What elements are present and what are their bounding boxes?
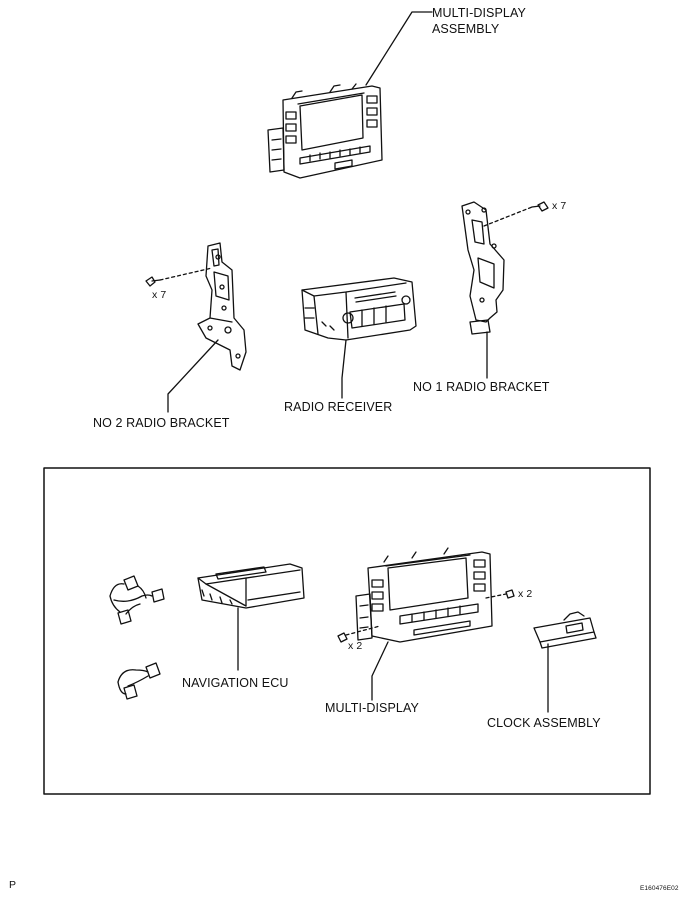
qty-right-screw: x 7	[552, 200, 567, 212]
no2-radio-bracket-part	[197, 242, 247, 371]
qty-left-screw: x 7	[152, 289, 167, 301]
left-screw	[145, 276, 161, 287]
label-no2-radio-bracket: NO 2 RADIO BRACKET	[93, 416, 230, 430]
leader-md-left-screw	[345, 625, 381, 636]
qty-md-left-screw: x 2	[348, 640, 363, 652]
leader-no2-radio-bracket	[167, 339, 219, 413]
no1-radio-bracket-part	[461, 201, 505, 335]
md-right-screw	[505, 589, 515, 599]
clock-assembly-part	[533, 611, 597, 649]
wire-harness-lower	[117, 662, 161, 700]
leader-multi-display-assembly	[365, 11, 433, 86]
wire-harness-upper	[109, 575, 165, 625]
leader-no1-bracket-screw	[483, 206, 533, 227]
multi-display-assembly-part	[267, 83, 383, 179]
label-multi-display: MULTI-DISPLAY	[325, 701, 419, 715]
page-marker: P	[9, 879, 17, 891]
multi-display-part	[355, 547, 493, 643]
right-screw	[531, 201, 549, 212]
qty-md-right-screw: x 2	[518, 588, 533, 600]
label-clock-assembly: CLOCK ASSEMBLY	[487, 716, 601, 730]
leader-md-right-screw	[485, 593, 507, 599]
label-multi-display-assembly-line2: ASSEMBLY	[432, 22, 500, 36]
figure-id: E160476E02	[640, 885, 679, 892]
md-left-screw	[337, 632, 348, 643]
optional-parts-box	[43, 467, 651, 795]
leader-radio-receiver	[341, 339, 347, 399]
label-no1-radio-bracket: NO 1 RADIO BRACKET	[413, 380, 550, 394]
navigation-ecu-part	[197, 563, 305, 609]
label-radio-receiver: RADIO RECEIVER	[284, 400, 393, 414]
label-navigation-ecu: NAVIGATION ECU	[182, 676, 289, 690]
leader-multi-display	[371, 641, 389, 701]
label-multi-display-assembly-line1: MULTI-DISPLAY	[432, 6, 526, 20]
leader-no2-bracket-screw	[159, 267, 213, 281]
radio-receiver-part	[301, 277, 417, 341]
